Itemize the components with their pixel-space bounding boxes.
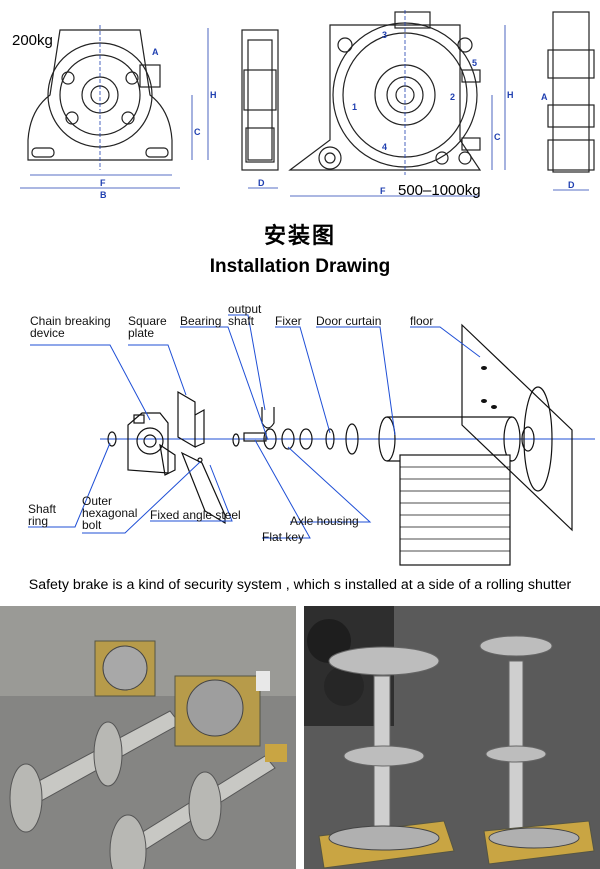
label-output-shaft: output [228,302,262,316]
label-shaft-ring-2: ring [28,514,48,528]
door-curtain-part [378,386,553,566]
label-chain-breaking-device: Chain breaking [30,314,111,328]
bearing-part [263,428,277,450]
product-photo-left [0,606,296,869]
label-output-shaft-2: shaft [228,314,255,328]
technical-drawings: 200kg 500–1000kg [0,0,600,205]
floor-bracket-part [461,323,573,532]
label-square-plate: Square [128,314,167,328]
label-fixed-angle-steel: Fixed angle steel [150,508,241,522]
label-bearing: Bearing [180,314,221,328]
label-fixer: Fixer [275,314,302,328]
small-unit-side-view [241,29,279,171]
caption: Safety brake is a kind of security syste… [28,577,572,593]
product-photo-right-svg [304,606,600,869]
dim-label-d-small: D [258,178,265,188]
fixer-part [325,428,335,450]
part-number-1: 1 [352,102,357,112]
product-photo-left-svg [0,606,296,869]
output-shaft-part [261,407,275,429]
dim-label-b-small: B [100,190,107,200]
label-door-curtain: Door curtain [316,314,381,328]
dim-label-f-small: F [100,178,106,188]
label-flat-key: Flat key [262,530,304,544]
label-outer-hexagonal-bolt-2: hexagonal [82,506,137,520]
part-number-5: 5 [472,58,477,68]
part-number-2: 2 [450,92,455,102]
weight-label-small: 200kg [12,32,53,49]
weight-label-large: 500–1000kg [398,182,481,199]
exploded-installation-drawing: Chain breaking device Square plate Beari… [0,295,600,570]
exploded-drawing-svg: Chain breaking device Square plate Beari… [28,302,595,566]
product-photo-right [304,606,600,869]
dim-label-a-small: A [152,47,159,57]
technical-drawings-svg: F B H C A D F H C D A 3 2 4 5 1 [20,10,595,200]
label-shaft-ring: Shaft [28,502,57,516]
label-axle-housing: Axle housing [290,514,359,528]
flat-key-part [243,432,267,442]
leader-lines [28,314,481,539]
shaft-ring-part [107,431,117,447]
chain-breaking-device-part [127,412,176,476]
dim-label-h-small: H [210,90,217,100]
label-outer-hexagonal-bolt-3: bolt [82,518,102,532]
dim-label-f-large: F [380,186,386,196]
label-chain-breaking-device-2: device [30,326,65,340]
dim-label-c-small: C [194,127,201,137]
dim-label-h-large: H [507,90,514,100]
label-floor: floor [410,314,433,328]
part-number-3: 3 [382,30,387,40]
dim-label-c-large: C [494,132,501,142]
part-number-4: 4 [382,142,387,152]
large-unit-side-view [547,11,595,173]
dim-label-a-large: A [541,92,548,102]
label-square-plate-2: plate [128,326,154,340]
dim-label-d-large: D [568,180,575,190]
axle-housing-part [299,428,313,450]
title-english: Installation Drawing [209,256,391,277]
title-chinese: 安装图 [263,224,336,249]
label-outer-hexagonal-bolt: Outer [82,494,112,508]
